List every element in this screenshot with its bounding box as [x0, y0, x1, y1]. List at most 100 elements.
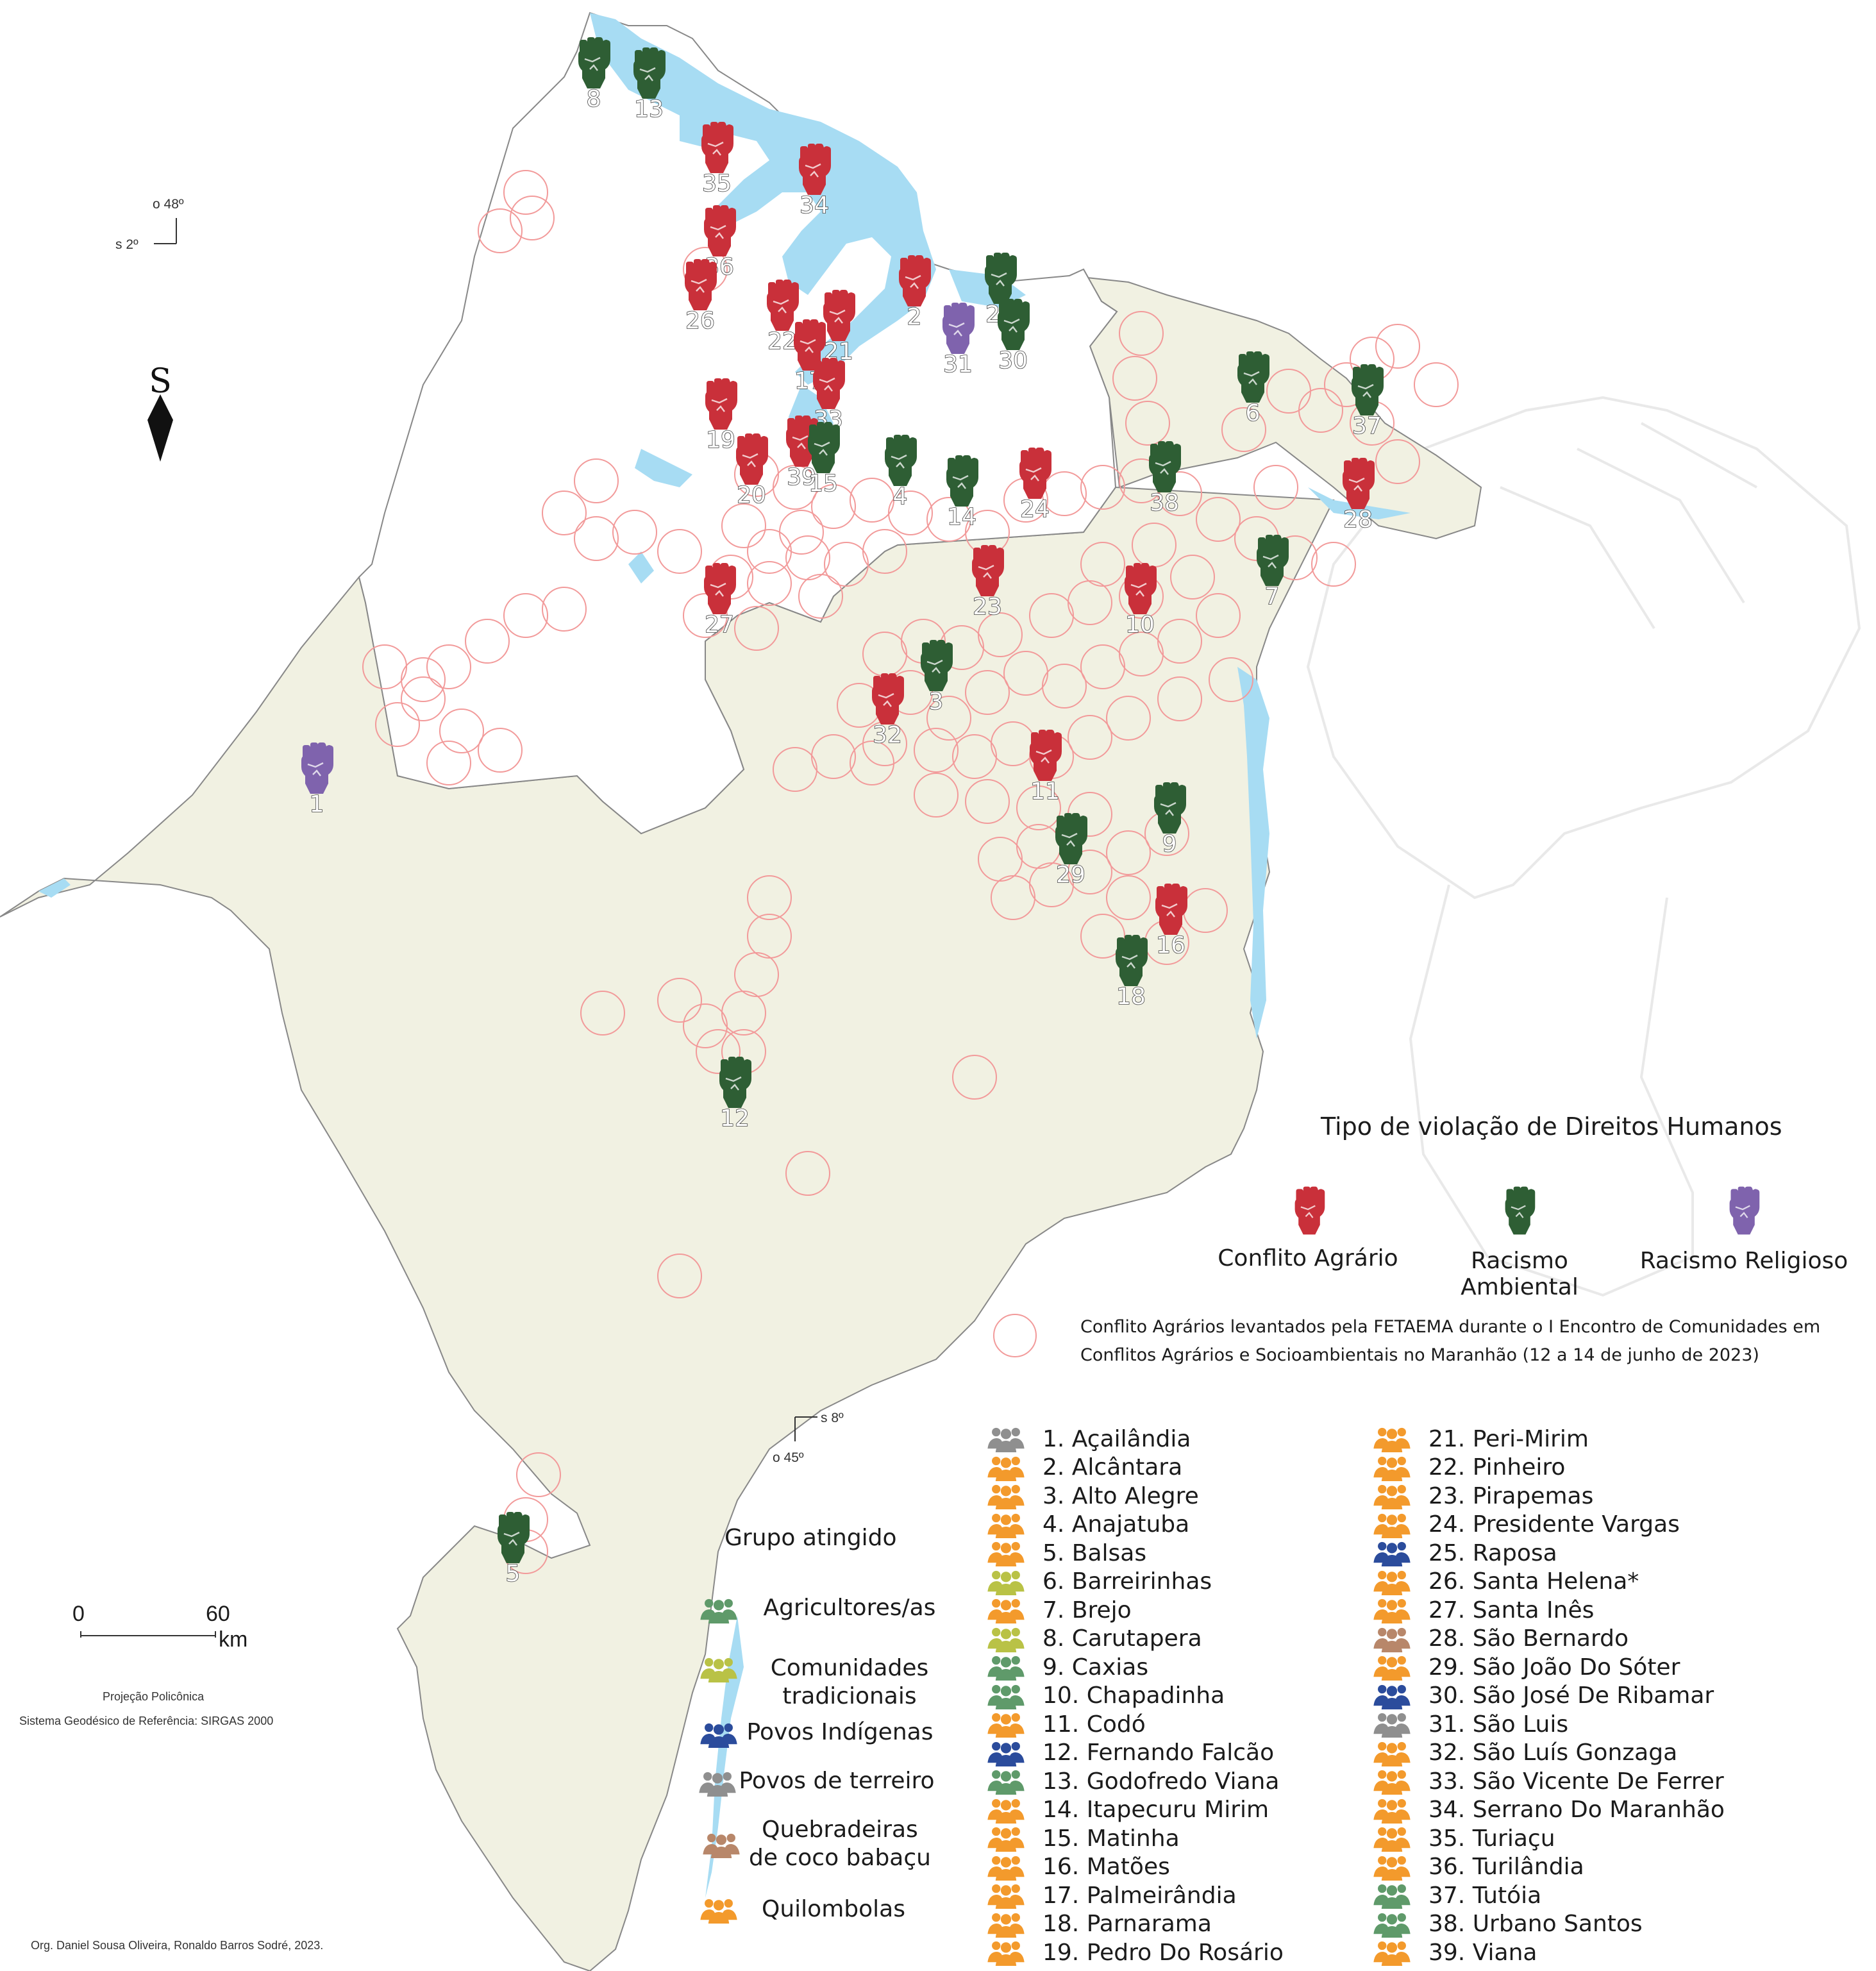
fetaema-circle	[1125, 401, 1170, 446]
fetaema-circle	[439, 709, 484, 753]
fetaema-circle	[683, 593, 728, 638]
fetaema-circle	[888, 491, 933, 535]
marker-4: 4	[884, 435, 918, 510]
fetaema-note: Conflito Agrários levantados pela FETAEM…	[1080, 1313, 1820, 1370]
fetaema-circle	[574, 516, 619, 561]
fetaema-circle	[510, 196, 555, 240]
coord-top-lon: o 48º	[153, 197, 184, 212]
fetaema-circle	[734, 606, 779, 651]
fetaema-circle	[696, 1029, 741, 1074]
marker-label: 5	[506, 1561, 521, 1587]
scale-line	[80, 1635, 216, 1636]
fetaema-circle	[779, 510, 824, 555]
fetaema-circle	[952, 734, 997, 779]
marker-label: 37	[1352, 413, 1382, 439]
fetaema-circle	[426, 741, 471, 785]
marker-1: 1	[300, 742, 335, 818]
fetaema-circle	[1311, 542, 1356, 587]
fetaema-circle	[542, 491, 587, 535]
fetaema-note-line2: Conflitos Agrários e Socioambientais no …	[1080, 1345, 1759, 1365]
fetaema-circle	[503, 170, 548, 215]
people-agricultores-icon	[700, 1597, 737, 1623]
fetaema-circle	[657, 1254, 702, 1298]
fetaema-circle	[1298, 388, 1343, 433]
marker-10: 10	[1123, 563, 1158, 639]
coord-bottom-lat: s 8º	[821, 1411, 844, 1425]
fetaema-circle	[734, 952, 779, 997]
fetaema-circle	[612, 510, 657, 555]
fetaema-circle	[516, 1452, 561, 1497]
marker-label: 27	[705, 612, 734, 638]
fetaema-circle	[1157, 676, 1202, 721]
marker-label: 31	[943, 351, 973, 378]
marker-26: 26	[683, 259, 718, 335]
group-agricultores: Agricultores/as	[747, 1594, 952, 1622]
fetaema-circle	[1157, 471, 1202, 516]
marker-label: 29	[1056, 862, 1085, 888]
fetaema-circle	[1112, 356, 1157, 401]
marker-22: 22	[766, 280, 800, 355]
fetaema-circle	[542, 587, 587, 632]
marker-label: 26	[685, 308, 715, 334]
marker-label: 18	[1116, 984, 1146, 1010]
fetaema-circle	[721, 991, 766, 1036]
fetaema-circle	[426, 644, 471, 689]
marker-2: 2	[898, 255, 932, 331]
marker-label: 16	[1156, 932, 1185, 959]
marker-label: 10	[1125, 612, 1155, 638]
scale-tick-end	[215, 1631, 216, 1638]
fetaema-circle	[1080, 465, 1125, 510]
fetaema-circle	[1375, 324, 1420, 369]
people-quilombolas-icon	[700, 1897, 737, 1924]
marker-34: 34	[798, 144, 832, 219]
fist-religioso-icon	[1726, 1186, 1762, 1235]
group-legend: Agricultores/as Comunidades tradicionais…	[699, 1584, 955, 1968]
marker-24: 24	[1018, 448, 1053, 523]
group-quebradeiras-line2: de coco babaçu	[749, 1845, 931, 1871]
violation-ambiental-label: Racismo Ambiental	[1461, 1248, 1579, 1300]
fetaema-circle	[1080, 542, 1125, 587]
fetaema-circle	[824, 542, 869, 587]
marker-label: 1	[310, 791, 324, 818]
coord-tick-top: o 48º s 2º	[115, 197, 184, 252]
marker-14: 14	[945, 455, 980, 531]
fetaema-circle	[503, 593, 548, 638]
fetaema-circle	[1029, 862, 1074, 907]
fetaema-circle	[1106, 875, 1151, 920]
violation-markers: 8133534362622212253031173319391520414243…	[300, 37, 1385, 1588]
fetaema-circle	[1029, 593, 1074, 638]
marker-31: 31	[941, 303, 976, 378]
marker-label: 15	[808, 471, 838, 497]
violation-legend: Conflito Agrário Racismo Ambiental Racis…	[1205, 1186, 1859, 1300]
marker-label: 3	[929, 689, 944, 715]
fetaema-circle	[1068, 715, 1112, 760]
marker-20: 20	[735, 433, 769, 509]
fetaema-circle	[978, 837, 1023, 882]
marker-label: 20	[737, 482, 766, 508]
marker-label: 35	[702, 171, 732, 197]
people-tradicionais-icon	[700, 1656, 737, 1682]
marker-37: 37	[1350, 364, 1385, 440]
fetaema-circle	[785, 1151, 830, 1196]
marker-label: 19	[706, 427, 735, 453]
violation-agrario-label: Conflito Agrário	[1218, 1245, 1398, 1271]
marker-38: 38	[1148, 441, 1182, 517]
fetaema-circle	[375, 702, 420, 747]
fetaema-circle	[1157, 619, 1202, 664]
group-indigenas-label: Povos Indígenas	[746, 1719, 934, 1745]
coord-top-lat: s 2º	[115, 237, 138, 252]
projection-note: Projeção Policônica	[103, 1690, 205, 1703]
marker-32: 32	[871, 673, 905, 749]
fetaema-circle	[1196, 497, 1241, 542]
fetaema-circle	[1003, 651, 1048, 696]
fetaema-circle	[850, 741, 894, 785]
fetaema-circle	[1209, 657, 1253, 702]
fetaema-circle	[747, 914, 792, 959]
fetaema-circle	[811, 484, 856, 529]
group-tradicionais: Comunidades tradicionais	[747, 1654, 952, 1711]
marker-label: 2	[907, 304, 922, 330]
marker-label: 13	[634, 96, 664, 122]
fetaema-circle	[1375, 439, 1420, 484]
fetaema-circle	[1080, 644, 1125, 689]
coord-tick-bottom: s 8º o 45º	[773, 1411, 844, 1465]
